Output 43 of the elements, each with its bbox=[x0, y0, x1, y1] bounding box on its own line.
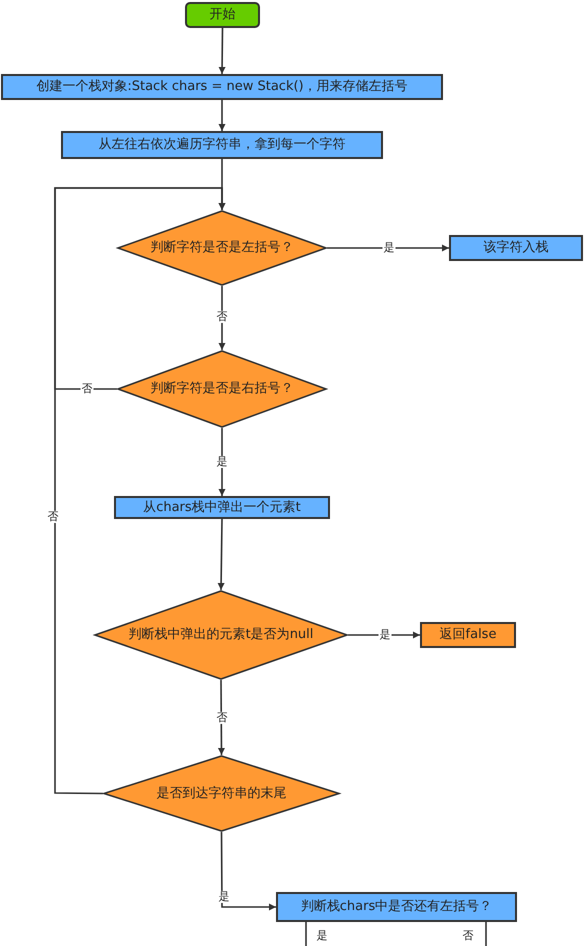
node-text: 是否到达字符串的末尾 bbox=[156, 786, 286, 802]
edge-label: 否 bbox=[46, 510, 60, 524]
arrow bbox=[220, 832, 276, 910]
edge-label: 否 bbox=[216, 712, 228, 724]
node-text: 从左往右依次遍历字符串，拿到每一个字符 bbox=[98, 137, 346, 153]
arrow bbox=[218, 28, 226, 74]
line bbox=[305, 922, 307, 946]
arrow bbox=[218, 680, 225, 755]
decision-diamond bbox=[94, 590, 348, 680]
arrow bbox=[218, 518, 225, 590]
process-box bbox=[1, 74, 443, 100]
process-box bbox=[449, 235, 583, 261]
edge-label: 是 bbox=[316, 930, 328, 942]
edge-label: 否 bbox=[462, 930, 474, 942]
line bbox=[485, 922, 487, 946]
edge-label: 是 bbox=[382, 242, 396, 254]
decision-diamond bbox=[117, 350, 327, 428]
process-box bbox=[61, 131, 383, 159]
node-text: 判断栈中弹出的元素t是否为null bbox=[128, 627, 314, 643]
node-text: 判断栈chars中是否还有左括号？ bbox=[300, 899, 492, 915]
edge-label: 否 bbox=[80, 382, 94, 396]
arrow bbox=[218, 428, 226, 496]
node-text: 从chars栈中弹出一个元素t bbox=[143, 500, 301, 516]
node-text: 返回false bbox=[440, 627, 496, 643]
process-box bbox=[276, 892, 517, 922]
arrow bbox=[54, 187, 226, 794]
node-text: 该字符入栈 bbox=[484, 240, 548, 256]
end-box bbox=[420, 622, 516, 648]
edge-label: 是 bbox=[378, 628, 392, 642]
node-text: 判断字符是否是左括号？ bbox=[150, 240, 294, 256]
decision-diamond bbox=[103, 755, 340, 832]
arrow bbox=[327, 244, 449, 252]
start-box bbox=[185, 2, 260, 28]
edge-label: 否 bbox=[216, 310, 228, 324]
edge-label: 是 bbox=[218, 890, 230, 904]
node-text: 开始 bbox=[210, 7, 236, 23]
arrow bbox=[218, 100, 226, 131]
process-box bbox=[114, 496, 330, 519]
arrow bbox=[348, 632, 420, 638]
node-text: 创建一个栈对象:Stack chars = new Stack()，用来存储左括号 bbox=[36, 79, 408, 95]
decision-diamond bbox=[117, 210, 327, 286]
edge-label: 是 bbox=[216, 456, 228, 468]
node-text: 判断字符是否是右括号？ bbox=[150, 381, 294, 397]
